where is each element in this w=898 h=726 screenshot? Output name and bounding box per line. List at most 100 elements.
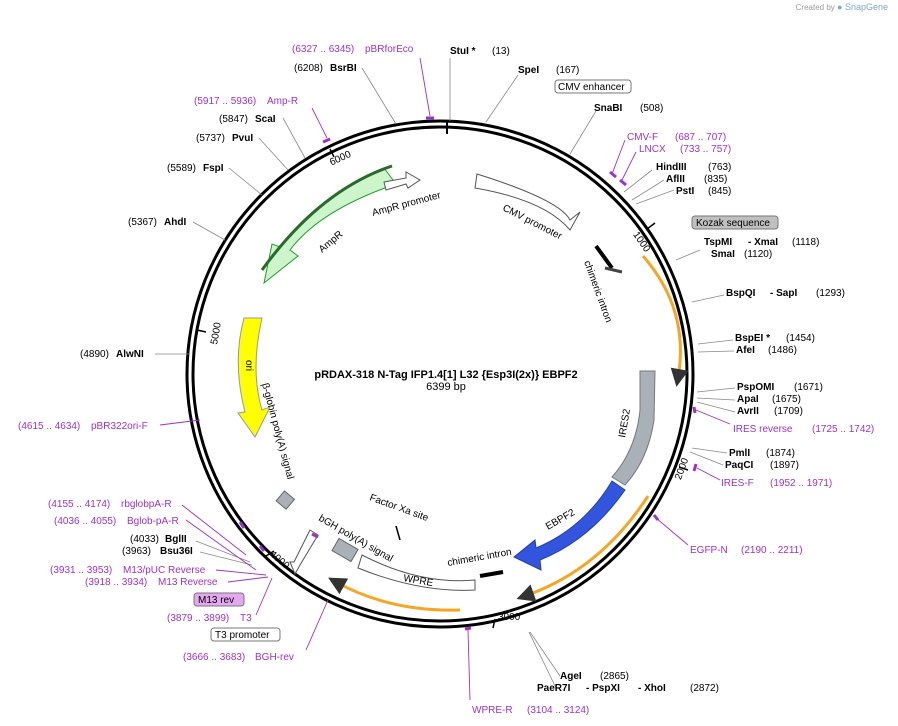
cmv-enhancer-label: CMV enhancer bbox=[558, 82, 625, 93]
primer-rbglobpa-r: rbglobpA-R bbox=[121, 499, 172, 510]
enzyme-xhoi: XhoI bbox=[644, 683, 666, 694]
enzyme-smai-pos: (1120) bbox=[744, 249, 772, 260]
primer-pbrforeco-range: (6327 .. 6345) bbox=[292, 44, 354, 55]
chimeric-intron-top-mark bbox=[594, 244, 614, 270]
m13-rev-label: M13 rev bbox=[198, 595, 234, 606]
primer-bglob-pa-r-range: (4036 .. 4055) bbox=[54, 516, 116, 527]
primer-marks bbox=[238, 116, 698, 631]
plasmid-size: 6399 bp bbox=[426, 381, 466, 393]
created-by-text: Created by bbox=[795, 3, 835, 12]
enzyme-aflii: AflII bbox=[666, 174, 685, 185]
enzyme-pspomi: PspOMI bbox=[737, 382, 774, 393]
enzyme-smai: SmaI bbox=[711, 249, 735, 260]
enzyme-afei: AfeI bbox=[736, 345, 755, 356]
factor-xa-mark bbox=[395, 525, 401, 541]
enzyme-labels: StuI * (13) SpeI (167) SnaBI (508) HindI… bbox=[80, 46, 845, 694]
primer-egfpn-range: (2190 .. 2211) bbox=[741, 545, 803, 556]
enzyme-spei-pos: (167) bbox=[556, 65, 579, 76]
tick-2000-mark bbox=[678, 466, 689, 471]
enzyme-bsu36i: Bsu36I bbox=[160, 546, 193, 557]
enzyme-scai-pos: (5847) bbox=[219, 114, 248, 125]
ampr-label: AmpR bbox=[317, 229, 345, 255]
enzyme-bsrbi: BsrBI bbox=[330, 63, 357, 74]
wpre-feature bbox=[357, 554, 476, 591]
app-name: SnapGene bbox=[844, 2, 888, 12]
orange-arc-3 bbox=[328, 577, 461, 612]
m13-inner-arrow bbox=[289, 529, 319, 576]
primer-leaders bbox=[159, 57, 731, 701]
enzyme-spei: SpeI bbox=[518, 65, 539, 76]
enzyme-bglii: BglII bbox=[165, 534, 187, 545]
bgh-polya-box bbox=[331, 537, 359, 563]
tick-2000: 2000 bbox=[673, 456, 691, 481]
enzyme-agei: AgeI bbox=[560, 671, 582, 682]
primer-bghrev: BGH-rev bbox=[255, 652, 294, 663]
enzyme-pvui-pos: (5737) bbox=[196, 133, 225, 144]
ampr-overlay bbox=[260, 164, 393, 271]
enzyme-stui: StuI * bbox=[450, 46, 476, 57]
tick-6000-mark bbox=[329, 148, 335, 158]
primer-ires-reverse: IRES reverse bbox=[733, 424, 793, 435]
enzyme-paqci-pos: (1897) bbox=[770, 460, 799, 471]
cmv-enhancer-box bbox=[554, 79, 632, 94]
enzyme-sapi: SapI bbox=[776, 288, 797, 299]
primer-lncx: LNCX bbox=[639, 144, 666, 155]
leader-lines bbox=[155, 58, 736, 689]
enzyme-pmli-pos: (1874) bbox=[766, 448, 795, 459]
enzyme-tspmi: TspMI bbox=[704, 237, 732, 248]
enzyme-pmli: PmlI bbox=[729, 448, 750, 459]
enzyme-avrii-pos: (1709) bbox=[774, 406, 803, 417]
snapgene-brand: Created by ● SnapGene bbox=[796, 2, 888, 12]
enzyme-apai-pos: (1675) bbox=[772, 394, 801, 405]
tick-3000-mark bbox=[492, 618, 496, 629]
m13-rev-box bbox=[193, 592, 245, 607]
primer-t3-range: (3879 .. 3899) bbox=[167, 613, 229, 624]
tick-4000-mark bbox=[265, 550, 275, 557]
enzyme-psti: PstI bbox=[676, 186, 695, 197]
primer-m13-reverse-range: (3918 .. 3934) bbox=[85, 577, 147, 588]
enzyme-bspei-pos: (1454) bbox=[786, 333, 815, 344]
ires2-label: IRES2 bbox=[617, 408, 633, 439]
ampr-arrow bbox=[263, 167, 397, 285]
enzyme-paer7i: PaeR7I bbox=[537, 683, 571, 694]
enzyme-pspxi: PspXI bbox=[592, 683, 620, 694]
cmv-promoter-arrow bbox=[474, 173, 581, 231]
enzyme-hindiii: HindIII bbox=[656, 162, 687, 173]
beta-globin-box bbox=[275, 490, 296, 510]
orange-arc-2 bbox=[516, 495, 650, 602]
chimeric-intron-bottom-mark bbox=[479, 570, 504, 578]
enzyme-fspi: FspI bbox=[203, 163, 224, 174]
primer-labels: pBRforEco (6327 .. 6345) Amp-R (5917 .. … bbox=[18, 44, 874, 716]
enzyme-stui-pos: (13) bbox=[492, 46, 510, 57]
ori-label: ori bbox=[243, 360, 254, 371]
enzyme-bspei: BspEI * bbox=[735, 333, 770, 344]
t3-promoter-box bbox=[210, 627, 281, 642]
enzyme-agei-pos: (2865) bbox=[600, 671, 629, 682]
kozak-box bbox=[691, 215, 779, 230]
enzyme-ahdi: AhdI bbox=[164, 217, 186, 228]
tick-1000-mark bbox=[646, 222, 656, 230]
svg-text:- SapI: - SapI bbox=[770, 288, 797, 299]
chimeric-intron-bottom-label: chimeric intron bbox=[447, 547, 513, 569]
ampr-promoter-label: AmpR promoter bbox=[371, 190, 443, 219]
enzyme-pspomi-pos: (1671) bbox=[794, 382, 823, 393]
tick-3000: 3000 bbox=[498, 612, 521, 623]
tick-5000: 5000 bbox=[209, 321, 224, 345]
enzyme-hindiii-pos: (763) bbox=[708, 162, 731, 173]
primer-m13-reverse: M13 Reverse bbox=[158, 577, 218, 588]
enzyme-snabi-pos: (508) bbox=[640, 103, 663, 114]
svg-text:- XhoI: - XhoI bbox=[638, 683, 666, 694]
primer-t3: T3 bbox=[240, 613, 252, 624]
primer-pbr322ori-f-range: (4615 .. 4634) bbox=[18, 421, 80, 432]
primer-cmvf-range: (687 .. 707) bbox=[675, 132, 726, 143]
primer-pbrforeco: pBRforEco bbox=[365, 44, 414, 55]
orange-arc-1 bbox=[641, 255, 689, 387]
primer-ampr-range: (5917 .. 5936) bbox=[194, 96, 256, 107]
enzyme-paqci: PaqCI bbox=[725, 460, 754, 471]
primer-ampr: Amp-R bbox=[267, 96, 298, 107]
primer-lncx-range: (733 .. 757) bbox=[680, 144, 731, 155]
enzyme-tspmi-pos: (1118) bbox=[792, 237, 819, 248]
enzyme-bsu36i-pos: (3963) bbox=[122, 546, 151, 557]
enzyme-snabi: SnaBI bbox=[594, 103, 623, 114]
enzyme-psti-pos: (845) bbox=[708, 186, 731, 197]
